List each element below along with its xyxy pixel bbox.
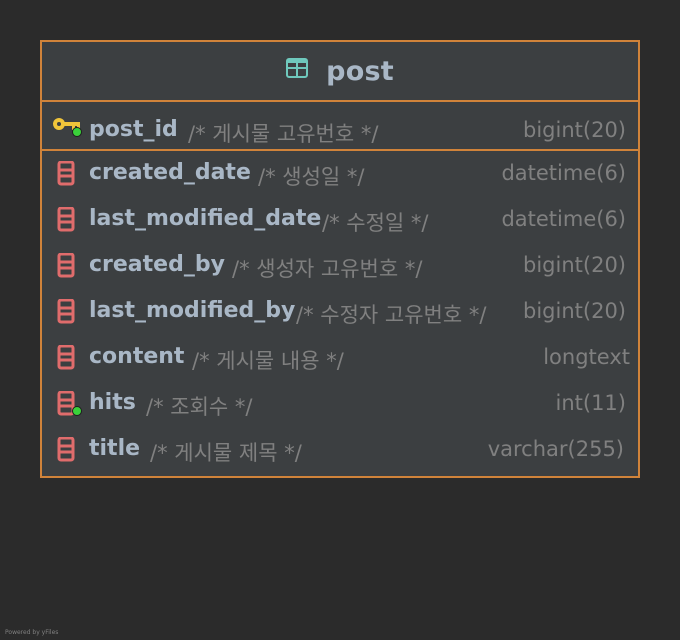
indexed-column-icon [57,391,82,416]
column-type: varchar(255) [487,437,624,461]
column-type: datetime(6) [501,161,626,185]
column-name: created_date [89,160,251,185]
column-name: last_modified_by [89,298,296,323]
column-row-created-by[interactable]: created_by /* 생성자 고유번호 */ bigint(20) [42,243,638,289]
powered-by-credit: Powered by yFiles [5,629,59,636]
column-icon [57,253,75,278]
column-type: bigint(20) [523,118,626,142]
column-name: title [89,436,141,461]
column-name: content [89,344,185,369]
primary-key-section: post_id /* 게시물 고유번호 */ bigint(20) [42,102,638,151]
column-row-last-modified-by[interactable]: last_modified_by /* 수정자 고유번호 */ bigint(2… [42,289,638,335]
table-icon [286,58,309,78]
column-icon [57,437,75,462]
columns-section: created_date /* 생성일 */ datetime(6) last_… [42,151,638,476]
column-comment: /* 게시물 내용 */ [192,349,344,373]
column-name: last_modified_date [89,206,322,231]
column-row-hits[interactable]: hits /* 조회수 */ int(11) [42,381,638,427]
column-comment: /* 생성일 */ [258,165,365,189]
column-comment: /* 생성자 고유번호 */ [232,257,423,281]
column-icon [57,207,75,232]
column-icon [57,161,75,186]
column-type: longtext [543,345,630,369]
column-comment: /* 수정자 고유번호 */ [296,303,487,327]
column-comment: /* 조회수 */ [146,395,253,419]
column-name: created_by [89,252,225,277]
column-row-created-date[interactable]: created_date /* 생성일 */ datetime(6) [42,151,638,197]
column-comment: /* 수정일 */ [322,211,429,235]
column-row-title[interactable]: title /* 게시물 제목 */ varchar(255) [42,427,638,473]
column-comment: /* 게시물 제목 */ [150,441,302,465]
column-comment: /* 게시물 고유번호 */ [188,122,379,146]
column-row-post-id[interactable]: post_id /* 게시물 고유번호 */ bigint(20) [42,102,638,148]
column-name: post_id [89,117,178,142]
column-type: int(11) [555,391,627,415]
entity-header: post [42,42,638,102]
column-icon [57,299,75,324]
column-name: hits [89,390,136,415]
column-row-last-modified-date[interactable]: last_modified_date /* 수정일 */ datetime(6) [42,197,638,243]
column-type: bigint(20) [523,299,626,323]
column-type: bigint(20) [523,253,626,277]
entity-post[interactable]: post post_id /* 게시물 고유번호 */ bigint(20) [40,40,640,478]
column-row-content[interactable]: content /* 게시물 내용 */ longtext [42,335,638,381]
column-icon [57,345,75,370]
column-type: datetime(6) [501,207,626,231]
entity-title: post [326,55,394,87]
primary-key-icon [53,118,82,137]
